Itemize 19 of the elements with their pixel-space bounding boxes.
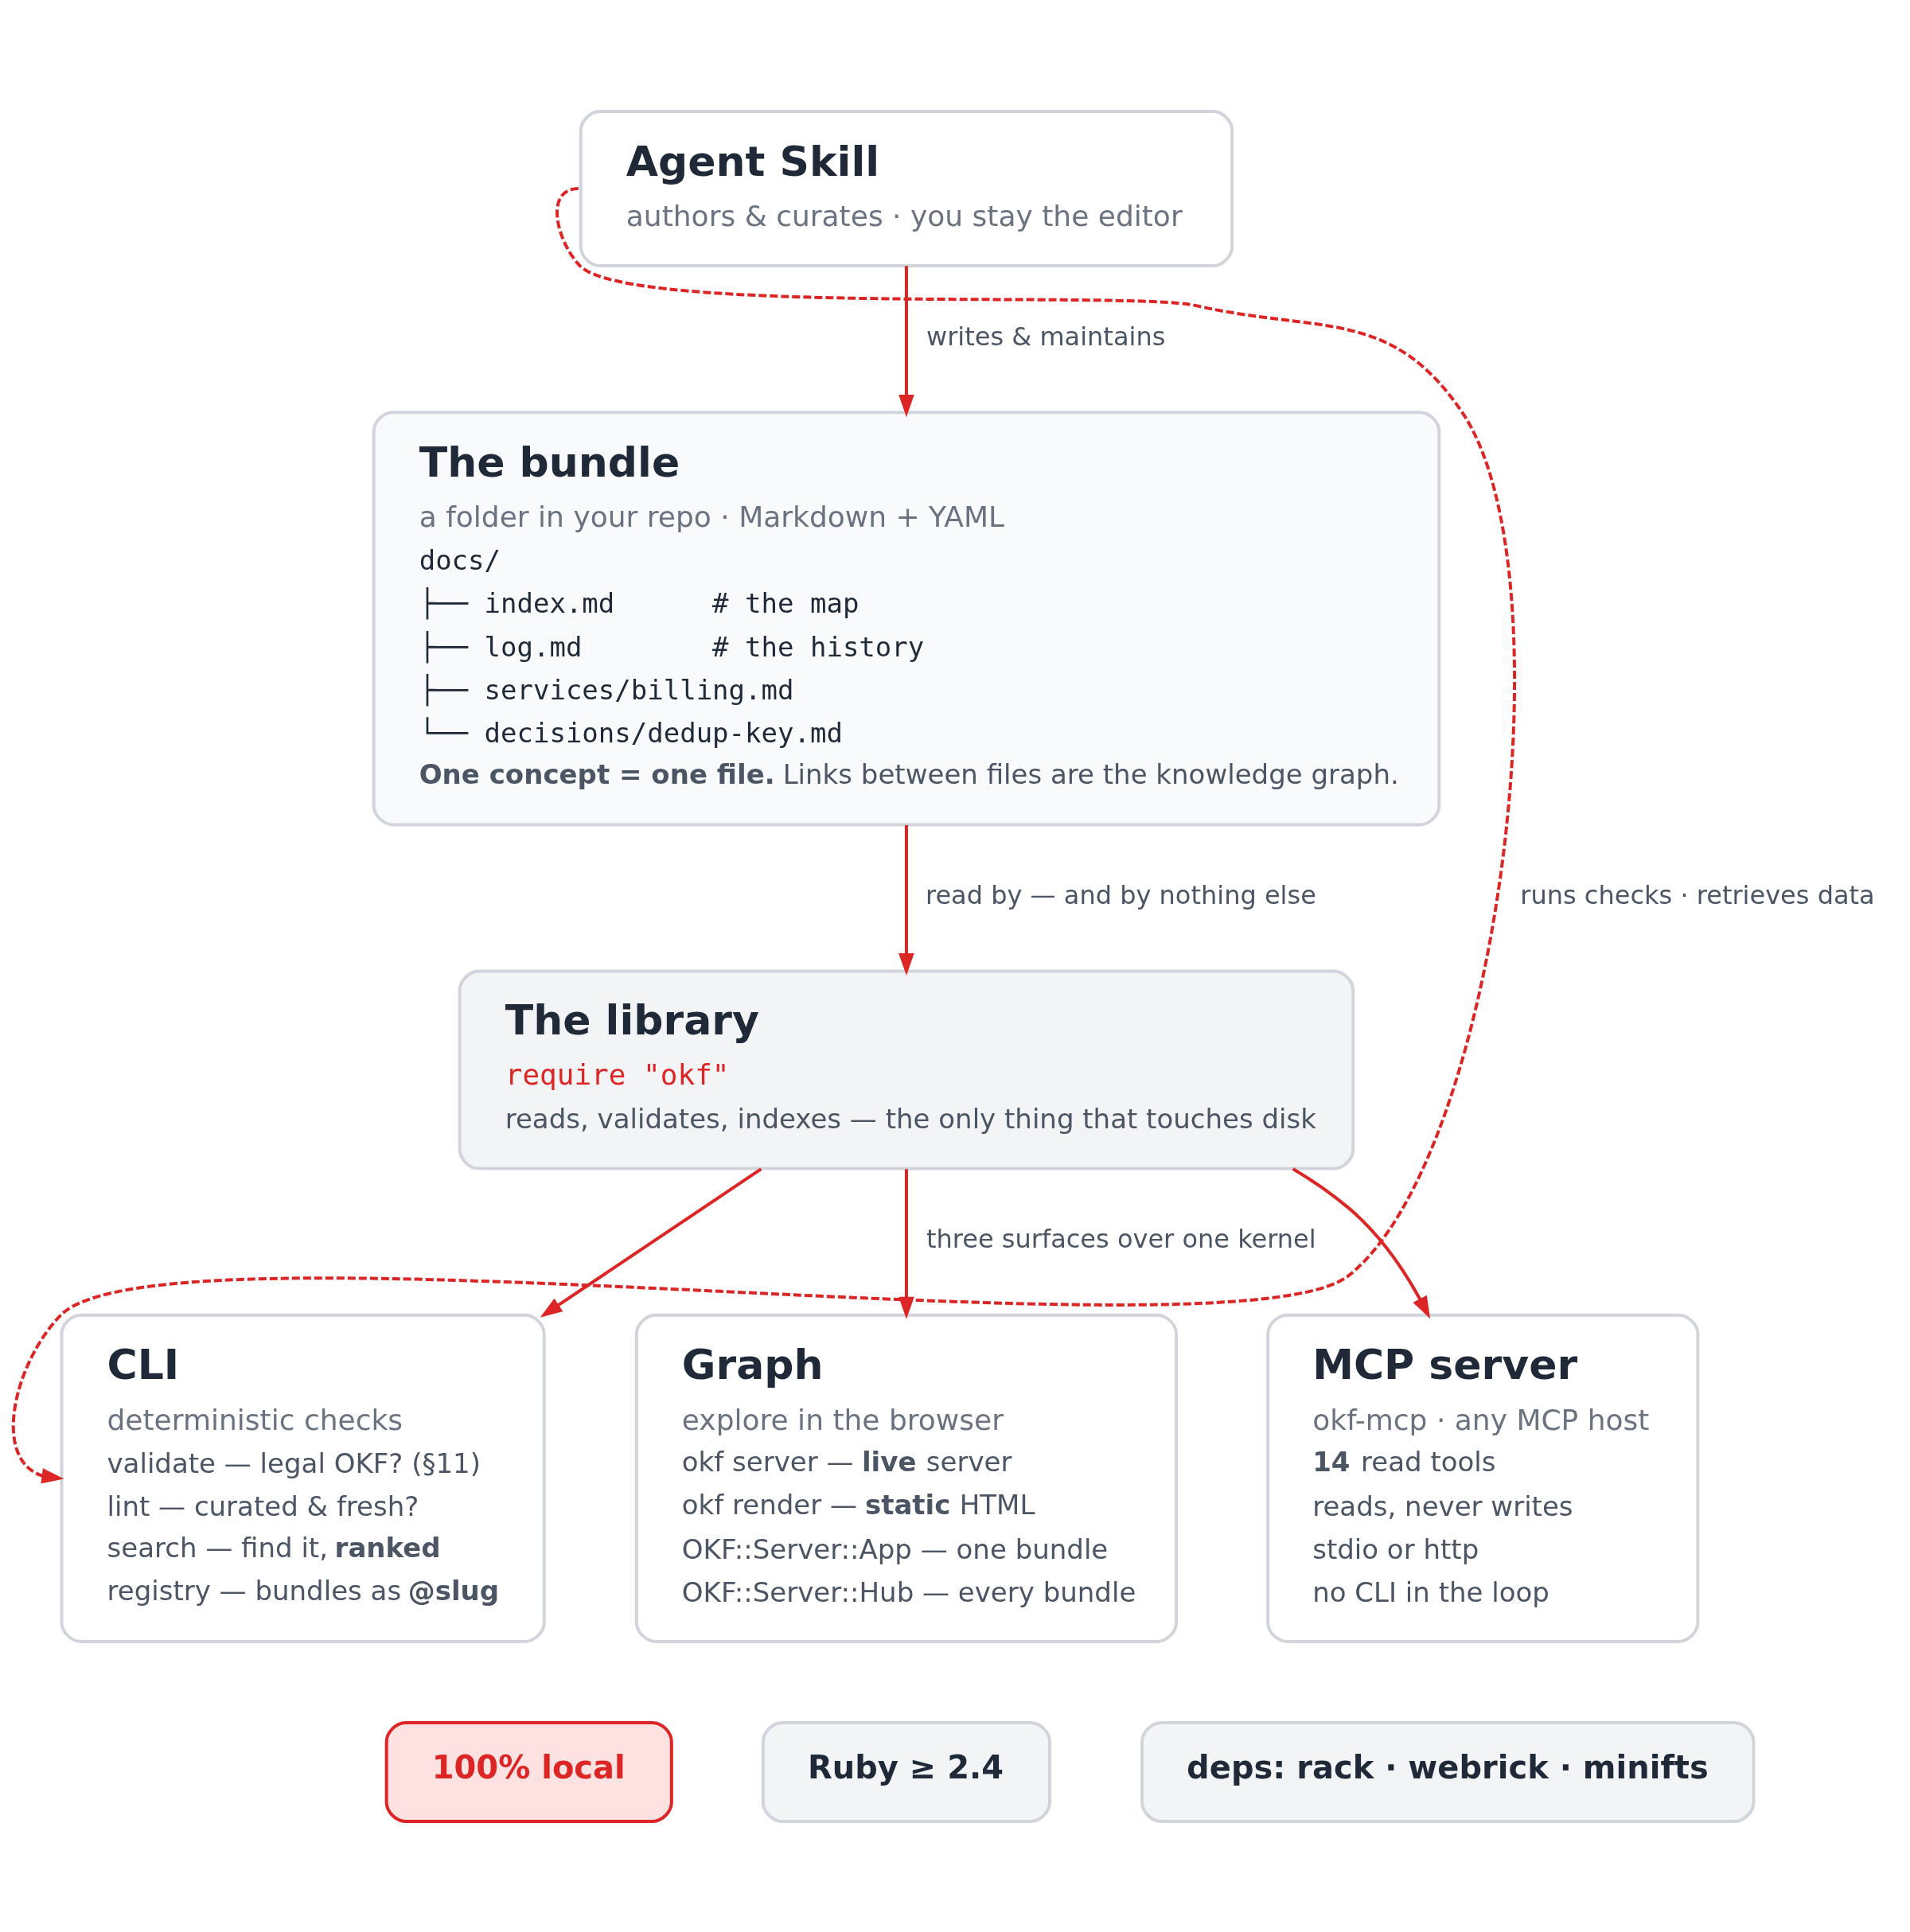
- node-box: Graph explore in the browser okf server — live server okf render — static HTML OKF::Server::App — one bundle OKF::Server::Hub — every bundle: [634, 1313, 1179, 1643]
- node-box: 100% local: [384, 1720, 673, 1823]
- node-box: MCP server okf-mcp · any MCP host 14 read tools reads, never writes stdio or http no CLI in the loop: [1266, 1313, 1700, 1643]
- arrow: [898, 265, 914, 417]
- arrow: [898, 1168, 914, 1319]
- arrow: [898, 824, 914, 976]
- node-box: The library require "okf" reads, validates, indexes — the only thing that touches disk: [458, 969, 1355, 1170]
- node-box: Ruby ≥ 2.4: [761, 1720, 1052, 1823]
- node-box: CLI deterministic checks validate — legal OKF? (§11) lint — curated & fresh? search — find it, ranked registry — bundles as @slug: [60, 1313, 546, 1643]
- node-box: Agent Skill authors & curates · you stay the editor: [579, 109, 1234, 267]
- edge-label: three surfaces over one kernel: [926, 1223, 1316, 1254]
- edge-label: writes & maintains: [926, 321, 1166, 352]
- edge-label: read by — and by nothing else: [925, 879, 1316, 910]
- arrow: [12, 187, 1517, 1484]
- node-box: The bundle a folder in your repo · Markdown + YAML docs/ ├── index.md # the map ├── log.md # the history ├── services/billing.md └── decisions/dedup-key.md One concept = one file. Links between files are the knowledge graph.: [372, 410, 1441, 826]
- node-box: deps: rack · webrick · minifts: [1140, 1720, 1756, 1823]
- edge-label: runs checks · retrieves data: [1520, 879, 1875, 910]
- arrow: [1292, 1167, 1431, 1319]
- arrow: [540, 1167, 762, 1318]
